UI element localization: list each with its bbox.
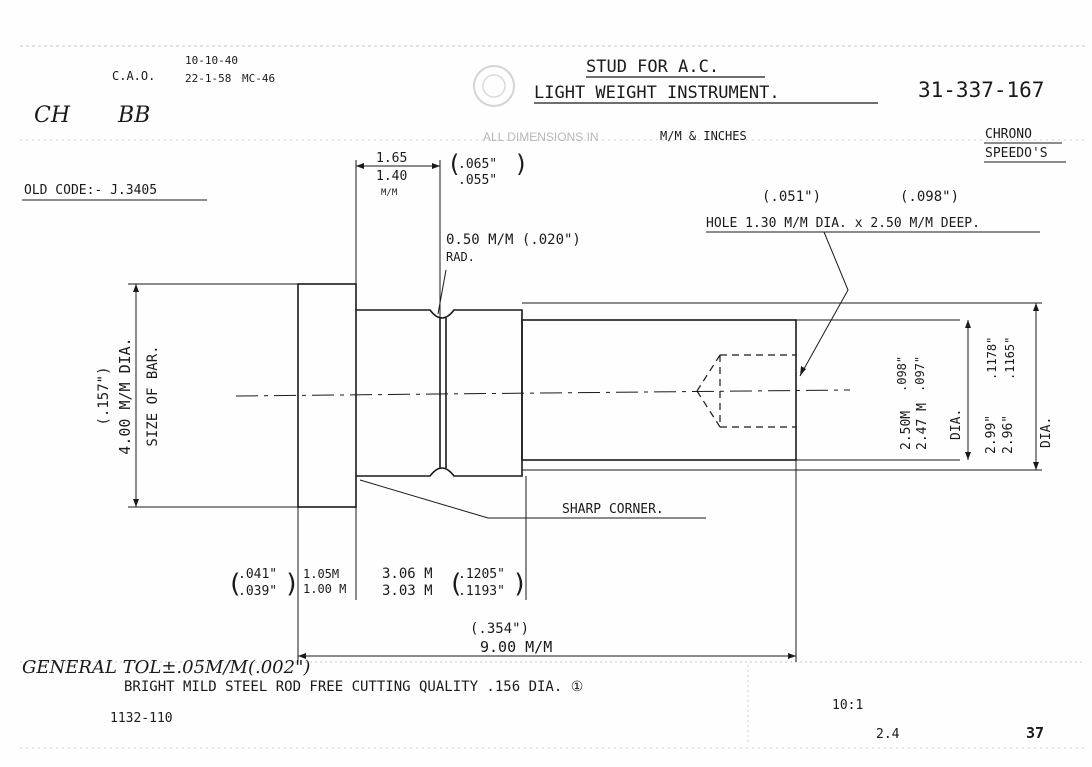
- hole-in-dia: (.051"): [762, 189, 821, 205]
- revision: MC-46: [242, 72, 275, 85]
- title-line-1: STUD FOR A.C.: [586, 57, 719, 77]
- groove-width-paren-close: ): [514, 150, 528, 178]
- bar-dia-in: (.157"): [96, 366, 112, 425]
- hole-note: HOLE 1.30 M/M DIA. x 2.50 M/M DEEP.: [706, 216, 980, 231]
- bar-label: SIZE OF BAR.: [145, 345, 161, 446]
- head-len-mm-upper: 1.05M: [303, 567, 339, 581]
- collar-len-mm-lower: 3.03 M: [382, 583, 433, 599]
- dimension-note: M/M & INCHES: [660, 129, 747, 143]
- collar-len-in-lower: .1193": [458, 584, 505, 599]
- radius-label: RAD.: [446, 250, 475, 264]
- collar-len-in-upper: .1205": [458, 567, 505, 582]
- date-2: 22-1-58: [185, 72, 231, 85]
- outer-dia-in2-lower: .1165": [1003, 337, 1017, 380]
- center-line: [235, 389, 851, 397]
- category-line-1: CHRONO: [985, 127, 1032, 142]
- date-1: 10-10-40: [185, 54, 238, 67]
- groove-width-paren-open: (: [447, 150, 461, 178]
- head-len-in-lower: .039": [238, 584, 277, 599]
- groove-width-mm-lower: 1.40: [376, 169, 407, 184]
- title-line-2: LIGHT WEIGHT INSTRUMENT.: [534, 83, 780, 103]
- stamp-seal-icon: [473, 65, 515, 107]
- groove-width-in-lower: .055": [458, 173, 497, 188]
- outer-dia-in2-upper: .1178": [985, 337, 999, 380]
- outer-dia-in-upper: 2.99": [984, 415, 999, 454]
- ref-number: 1132-110: [110, 711, 173, 726]
- shank-dia-in-upper: .098": [895, 356, 909, 392]
- category-line-2: SPEEDO'S: [985, 146, 1048, 161]
- sheet-number: 37: [1026, 724, 1044, 742]
- outer-dia-in-lower: 2.96": [1001, 415, 1016, 454]
- collar-len-paren-close: ): [512, 569, 528, 599]
- head-len-paren-open: (: [227, 569, 243, 599]
- collar-len-paren-open: (: [448, 569, 464, 599]
- sharp-corner-note: SHARP CORNER.: [562, 502, 664, 517]
- cao-label: C.A.O.: [112, 69, 155, 83]
- signature-2: BB: [117, 103, 150, 128]
- bar-dia-mm: 4.00 M/M DIA.: [116, 337, 134, 454]
- arrowheads: [133, 163, 1039, 659]
- head-len-paren-close: ): [284, 569, 300, 599]
- outer-dia-label: DIA.: [1039, 417, 1054, 448]
- radius-value: 0.50 M/M (.020"): [446, 232, 581, 248]
- scale: 10:1: [832, 698, 863, 713]
- stud-shank: [521, 319, 797, 461]
- material-spec: BRIGHT MILD STEEL ROD FREE CUTTING QUALI…: [124, 679, 583, 695]
- groove-width-mm-upper: 1.65: [376, 151, 407, 166]
- dimension-note-faint: ALL DIMENSIONS IN: [483, 130, 599, 144]
- head-len-in-upper: .041": [238, 567, 277, 582]
- overall-len-in: (.354"): [470, 621, 529, 637]
- dimension-lines: [128, 160, 1042, 662]
- sheet-ref: 2.4: [876, 727, 900, 742]
- stud-part-outline: [297, 283, 797, 508]
- overall-len-mm: 9.00 M/M: [480, 638, 552, 656]
- old-code: OLD CODE:- J.3405: [24, 183, 157, 198]
- stud-head: [297, 283, 357, 508]
- hole-in-depth: (.098"): [900, 189, 959, 205]
- signature-1: CH: [34, 103, 71, 128]
- general-tolerance: GENERAL TOL±.05M/M(.002"): [22, 657, 310, 678]
- stud-collar: [356, 309, 523, 477]
- head-len-mm-lower: 1.00 M: [303, 582, 346, 596]
- collar-len-mm-upper: 3.06 M: [382, 566, 433, 582]
- shank-dia-in-lower: .097": [913, 356, 927, 392]
- drawing-number: 31-337-167: [918, 78, 1044, 102]
- groove-width-unit: M/M: [381, 188, 398, 198]
- shank-dia-label: DIA.: [949, 409, 964, 440]
- groove-width-in-upper: .065": [458, 157, 497, 172]
- shank-dia-mm-upper: 2.50M: [899, 411, 914, 450]
- shank-dia-mm-lower: 2.47 M: [915, 403, 930, 450]
